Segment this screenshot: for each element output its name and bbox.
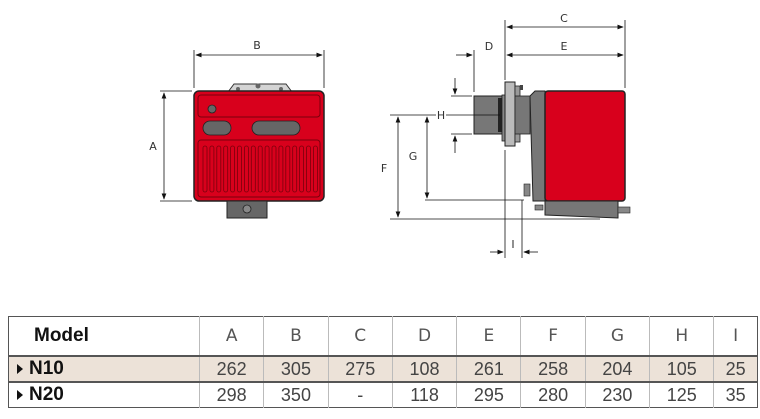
- front-view: B A: [149, 39, 325, 219]
- burner-dimension-drawing: B A C E D: [149, 12, 631, 258]
- model-name: N10: [29, 358, 64, 379]
- cell: 35: [713, 381, 758, 408]
- cell: 118: [391, 381, 457, 408]
- header-col: C: [327, 316, 393, 356]
- dim-label-d: D: [485, 40, 493, 53]
- dim-label-a: A: [149, 140, 157, 153]
- grille-slot: [250, 145, 256, 193]
- cell: 125: [649, 381, 714, 408]
- dim-label-e: E: [561, 40, 568, 53]
- dim-label-c: C: [560, 12, 568, 25]
- table-row[interactable]: N10 262 305 275 108 261 258 204 105 25: [8, 355, 758, 382]
- cell: 204: [584, 355, 650, 382]
- dimensions-table: Model A B C D E F G H I N10 262 305 275 …: [8, 316, 758, 408]
- header-col: H: [649, 316, 714, 356]
- grille-slot: [230, 145, 236, 193]
- header-col: E: [456, 316, 521, 356]
- header-col: I: [713, 316, 758, 356]
- header-col: F: [520, 316, 586, 356]
- dim-label-f: F: [381, 162, 387, 175]
- cell: 230: [584, 381, 650, 408]
- grille-slot: [285, 145, 291, 193]
- dim-label-b: B: [253, 39, 261, 52]
- cell: 261: [456, 355, 521, 382]
- table-row[interactable]: N20 298 350 - 118 295 280 230 125 35: [8, 381, 758, 408]
- grille-slot: [292, 145, 298, 193]
- grille-slot: [264, 145, 270, 193]
- grille-slot: [202, 145, 208, 193]
- grille-slot: [299, 145, 305, 193]
- grille-slot: [209, 145, 215, 193]
- row-model-cell[interactable]: N10: [8, 355, 200, 382]
- grille-slot: [278, 145, 284, 193]
- grille-slot: [306, 145, 311, 193]
- cell: 280: [520, 381, 586, 408]
- grille-slot: [237, 145, 242, 193]
- expand-arrow-icon[interactable]: [17, 363, 23, 374]
- cell: 305: [263, 355, 329, 382]
- side-view: C E D H G F I: [381, 12, 631, 258]
- cell: 295: [456, 381, 521, 408]
- vent-grille: [202, 145, 318, 193]
- header-col: A: [198, 316, 264, 356]
- model-name: N20: [29, 384, 64, 405]
- cell: 275: [327, 355, 393, 382]
- grille-slot: [312, 145, 318, 193]
- cell: 105: [649, 355, 714, 382]
- dim-label-h: H: [437, 109, 445, 122]
- burner-body-side: [544, 90, 626, 202]
- dim-label-g: G: [409, 150, 418, 163]
- cell: 298: [198, 381, 264, 408]
- header-col: D: [391, 316, 457, 356]
- header-col: B: [263, 316, 329, 356]
- header-model: Model: [34, 325, 89, 346]
- grille-slot: [223, 145, 229, 193]
- cell: 25: [713, 355, 758, 382]
- cell: 350: [263, 381, 329, 408]
- grille-slot: [216, 145, 222, 193]
- grille-slot: [243, 145, 249, 193]
- table-header-row: Model A B C D E F G H I: [9, 316, 758, 356]
- cell: -: [327, 381, 393, 408]
- cell: 262: [198, 355, 264, 382]
- grille-slot: [271, 145, 277, 193]
- grille-slot: [257, 145, 263, 193]
- row-model-cell[interactable]: N20: [8, 381, 200, 408]
- dim-label-i: I: [511, 238, 514, 251]
- mounting-flange: [504, 81, 516, 147]
- header-col: G: [584, 316, 650, 356]
- cell: 108: [391, 355, 457, 382]
- expand-arrow-icon[interactable]: [17, 389, 23, 400]
- cell: 258: [520, 355, 586, 382]
